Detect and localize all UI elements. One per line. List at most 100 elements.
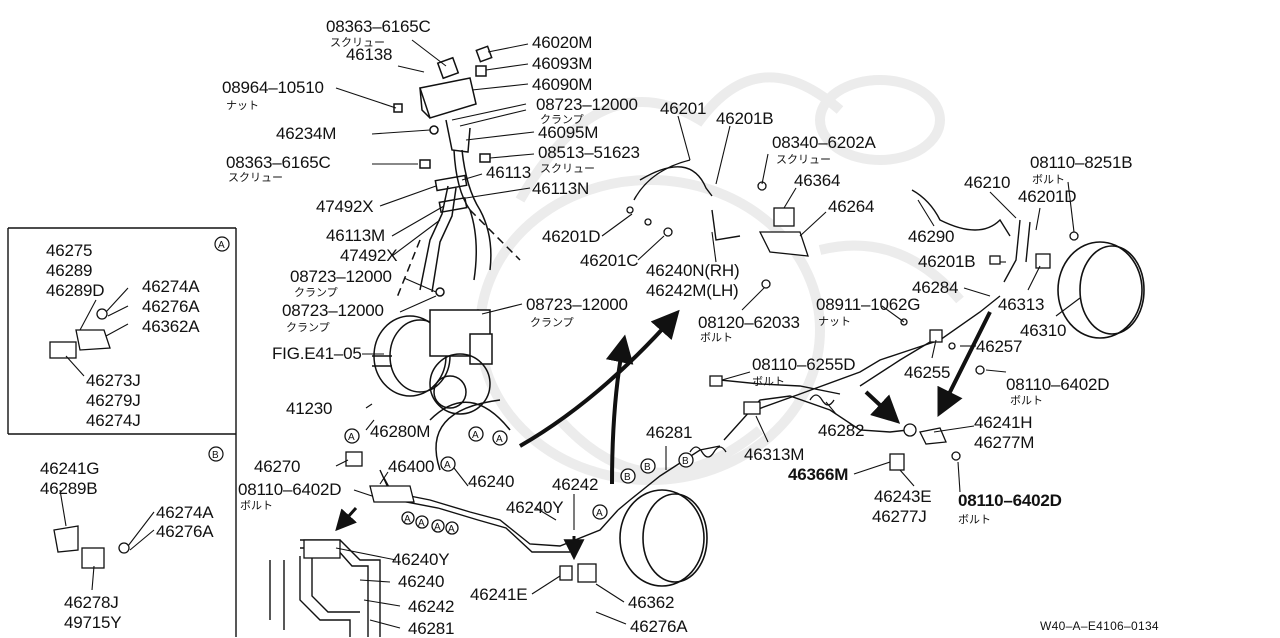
line-markers-b: B B B [620, 452, 694, 484]
svg-text:A: A [444, 460, 451, 471]
part-46240y-mid: 46240Y [506, 498, 564, 517]
part-46113: 46113 [486, 163, 532, 182]
part-46201: 46201 [660, 99, 707, 118]
inset-marker-a: A [218, 240, 225, 251]
inset-markers [208, 236, 230, 462]
part-08110-6255d: 08110–6255D [752, 355, 856, 374]
screw-label-top: スクリュー [330, 37, 385, 49]
part-08363-6165c-top: 08363–6165C [326, 17, 431, 36]
nut-label-1: ナット [226, 100, 259, 112]
part-46277j: 46277J [872, 507, 927, 526]
part-46264: 46264 [828, 197, 875, 216]
screw-label-right: スクリュー [776, 154, 831, 166]
part-46270: 46270 [254, 457, 301, 476]
svg-text:A: A [434, 522, 441, 533]
part-08723-12000-top: 08723–12000 [536, 95, 638, 114]
bolt-label-8251: ボルト [1032, 174, 1065, 186]
bolt-label-r2: ボルト [958, 514, 991, 526]
part-08964-10510: 08964–10510 [222, 78, 324, 97]
part-46276a-low: 46276A [630, 617, 688, 636]
leader-lines [59, 39, 1081, 629]
svg-text:A: A [404, 514, 411, 525]
part-46210: 46210 [964, 173, 1011, 192]
inset-b-part-46278j: 46278J [64, 593, 119, 612]
svg-text:A: A [448, 524, 455, 535]
part-08513-51623: 08513–51623 [538, 143, 640, 162]
clamp-label-l2: クランプ [286, 322, 330, 334]
rear-brake-drum-left [619, 489, 708, 587]
pipe-coils [689, 394, 835, 458]
inset-b-part-46274a: 46274A [156, 503, 214, 522]
part-46241e: 46241E [470, 585, 528, 604]
part-08363-6165c-mid: 08363–6165C [226, 153, 331, 172]
part-08110-6402d-r1: 08110–6402D [1006, 375, 1110, 394]
inset-a-part-46276a: 46276A [142, 297, 200, 316]
part-46240n-rh: 46240N(RH) [646, 261, 740, 280]
screw-label-left: スクリュー [228, 172, 283, 184]
part-46240-mid: 46240 [468, 472, 515, 491]
clamp-label-r: クランプ [530, 317, 574, 329]
svg-text:A: A [596, 508, 603, 519]
svg-text:A: A [472, 430, 479, 441]
bolt-label-6255: ボルト [752, 376, 785, 388]
part-08110-6402d-left: 08110–6402D [238, 480, 342, 499]
part-46113m: 46113M [326, 226, 385, 245]
part-47492x-a: 47492X [316, 197, 374, 216]
part-46313: 46313 [998, 295, 1045, 314]
inset-a-part-46275: 46275 [46, 241, 93, 260]
screw-label-mid: スクリュー [540, 163, 595, 175]
part-08110-6402d-r2: 08110–6402D [958, 491, 1062, 510]
inset-b-part-46241g: 46241G [40, 459, 100, 478]
part-47492x-b: 47492X [340, 246, 398, 265]
part-46277m: 46277M [974, 433, 1035, 452]
inset-frames [7, 227, 237, 637]
inset-a-part-46279j: 46279J [86, 391, 141, 410]
brake-booster [372, 309, 511, 471]
part-46234m: 46234M [276, 124, 337, 143]
inset-a-part-46289d: 46289D [46, 281, 105, 300]
part-46242m-lh: 46242M(LH) [646, 281, 739, 300]
part-46242-low: 46242 [408, 597, 455, 616]
marker-b-3: B [682, 456, 689, 467]
part-08110-8251b: 08110–8251B [1030, 153, 1133, 172]
figure-reference-e41-05: FIG.E41–05 [272, 344, 362, 363]
bolt-label-left: ボルト [240, 500, 273, 512]
part-08911-1062g: 08911–1062G [816, 295, 921, 314]
part-46113n: 46113N [532, 179, 590, 198]
part-46284: 46284 [912, 278, 959, 297]
part-46090m: 46090M [532, 75, 593, 94]
part-08723-12000-l2: 08723–12000 [282, 301, 384, 320]
part-41230: 41230 [286, 399, 333, 418]
svg-text:A: A [348, 432, 355, 443]
inset-b-parts [53, 525, 130, 569]
part-08340-6202a: 08340–6202A [772, 133, 876, 152]
part-46281-low: 46281 [408, 619, 455, 638]
part-46400: 46400 [388, 457, 435, 476]
inset-a-parts [49, 308, 111, 359]
part-08723-12000-l1: 08723–12000 [290, 267, 392, 286]
svg-text:A: A [418, 518, 425, 529]
part-46241h: 46241H [974, 413, 1033, 432]
inset-a-part-46273j: 46273J [86, 371, 141, 390]
clamp-label-l1: クランプ [294, 287, 338, 299]
part-46095m: 46095M [538, 123, 599, 142]
part-46138: 46138 [346, 45, 393, 64]
part-46280m: 46280M [370, 422, 431, 441]
part-08120-62033: 08120–62033 [698, 313, 800, 332]
part-46257: 46257 [976, 337, 1023, 356]
clamp-label-top: クランプ [540, 114, 584, 126]
rear-brake-drum-right [1057, 241, 1145, 339]
inset-a-part-46362a: 46362A [142, 317, 200, 336]
nut-label-2: ナット [818, 316, 851, 328]
small-hardware [303, 181, 1079, 583]
inset-a-part-46274a: 46274A [142, 277, 200, 296]
part-46201c: 46201C [580, 251, 639, 270]
part-46364: 46364 [794, 171, 841, 190]
inset-b-part-46276a: 46276A [156, 522, 214, 541]
part-46255: 46255 [904, 363, 951, 382]
inset-marker-b: B [212, 450, 219, 461]
bolt-label-mid: ボルト [700, 332, 733, 344]
part-46201b-r: 46201B [918, 252, 976, 271]
